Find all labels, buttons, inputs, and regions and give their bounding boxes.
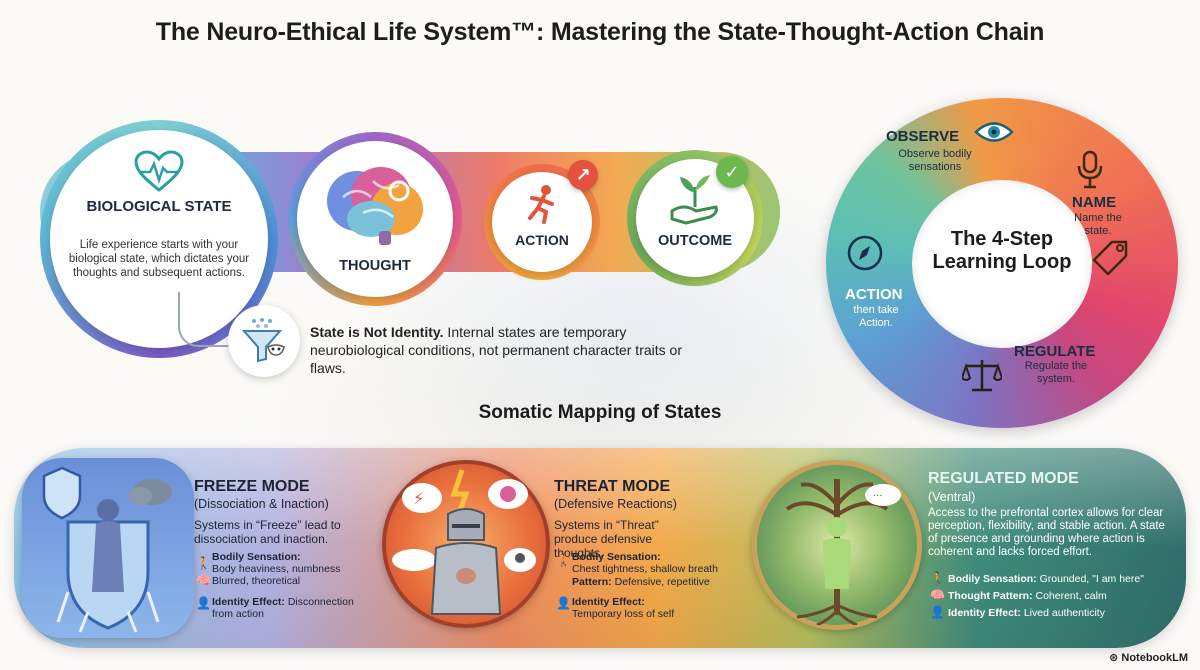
identity-icon: 👤 (196, 596, 211, 610)
outcome-title: OUTCOME (657, 233, 733, 249)
state-not-identity-body: Internal states are temporary neurobiolo… (310, 324, 682, 376)
regulated-mode-description: Access to the prefrontal cortex allows f… (928, 507, 1165, 558)
brain-gears-icon (327, 167, 423, 245)
threat-mode-illustration: ⚡ (382, 460, 550, 628)
brain-icon: 🧠 (930, 588, 945, 602)
svg-text:⚡: ⚡ (413, 489, 424, 508)
notebooklm-logo-icon: ⊛ (1109, 652, 1122, 664)
learning-loop-title: The 4-Step Learning Loop (932, 228, 1072, 273)
threat-mode-description: Systems in “Threat” produce defensive th… (554, 518, 659, 560)
running-person-icon (528, 185, 554, 224)
state-not-identity-text: State is Not Identity. Internal states a… (310, 323, 690, 377)
regulated-mode-sensation: Bodily Sensation: Grounded, "I am here" (948, 573, 1144, 585)
eye-icon (974, 122, 1014, 142)
loop-step-action-title: ACTION (845, 286, 903, 303)
freeze-mode-identity: Identity Effect: Disconnection from acti… (212, 596, 354, 620)
loop-step-action-desc: then take Action. (853, 304, 899, 329)
learning-loop-center-disc (912, 180, 1092, 348)
person-icon: 🚶 (556, 553, 571, 567)
loop-step-observe-title: OBSERVE (886, 128, 960, 145)
state-not-identity-heading: State is Not Identity. (310, 324, 444, 340)
svg-text:···: ··· (873, 491, 883, 502)
regulated-mode-identity: Identity Effect: Lived authenticity (948, 607, 1105, 619)
freeze-mode-pattern: Blurred, theoretical (212, 575, 301, 587)
somatic-band (14, 448, 1186, 648)
footer-notebooklm: ⊛ NotebookLM (1109, 652, 1188, 664)
person-icon: 🚶 (930, 571, 945, 585)
identity-icon: 👤 (556, 596, 571, 610)
threat-mode-pattern: Pattern: Defensive, repetitive (572, 576, 710, 588)
tag-icon (1092, 240, 1128, 276)
compass-icon (847, 235, 883, 271)
page-title: The Neuro-Ethical Life System™: Masterin… (155, 18, 1045, 46)
loop-step-observe-desc: Observe bodily sensations (898, 148, 972, 173)
heart-pulse-icon (134, 150, 184, 192)
shield-person-icon (42, 466, 172, 633)
freeze-mode-subtitle: (Dissociation & Inaction) (194, 497, 329, 511)
scales-icon (962, 360, 1002, 392)
freeze-mode-sensation: Bodily Sensation:Body heaviness, numbnes… (212, 551, 341, 575)
plant-in-hand-icon (670, 175, 718, 225)
identity-icon: 👤 (930, 605, 945, 619)
person-icon: 🚶 (196, 556, 211, 570)
freeze-mode-description: Systems in “Freeze” lead to dissociation… (194, 518, 341, 546)
loop-step-name-title: NAME (1072, 194, 1117, 211)
action-node: ACTION (492, 172, 592, 272)
loop-step-name-desc: Name the state. (1074, 212, 1122, 237)
regulated-mode-pattern: Thought Pattern: Coherent, calm (948, 590, 1107, 602)
thought-node: THOUGHT (297, 141, 453, 297)
biological-state-title: BIOLOGICAL STATE (86, 198, 232, 215)
regulated-mode-title: REGULATED MODE (928, 470, 1079, 487)
somatic-band-tint (14, 448, 1186, 648)
tree-person-icon: ··· (785, 479, 901, 625)
loop-step-regulate-desc: Regulate the system. (1024, 360, 1088, 385)
arrow-up-right-icon: ↗ (568, 160, 598, 190)
threat-mode-title: THREAT MODE (554, 478, 671, 495)
biological-state-description: Life experience starts with your biologi… (68, 239, 250, 279)
freeze-mode-illustration (22, 458, 194, 638)
threat-mode-sensation: Bodily Sensation:Chest tightness, shallo… (572, 551, 718, 575)
freeze-mode-title: FREEZE MODE (194, 478, 310, 495)
thought-title: THOUGHT (339, 258, 411, 274)
funnel-mask-icon (228, 305, 300, 377)
loop-step-regulate-title: REGULATE (1014, 343, 1096, 360)
microphone-icon (1077, 150, 1103, 189)
regulated-mode-illustration: ··· (752, 460, 922, 630)
threat-mode-subtitle: (Defensive Reactions) (554, 497, 677, 511)
brain-icon: 🧠 (196, 573, 211, 587)
checkmark-icon: ✓ (716, 156, 748, 188)
connector-line (178, 292, 238, 347)
action-title: ACTION (515, 232, 569, 248)
regulated-mode-subtitle: (Ventral) (928, 490, 976, 504)
somatic-mapping-title: Somatic Mapping of States (478, 402, 722, 423)
armored-knight-icon: ⚡ (392, 469, 536, 615)
threat-mode-identity: Identity Effect:Temporary loss of self (572, 596, 675, 620)
